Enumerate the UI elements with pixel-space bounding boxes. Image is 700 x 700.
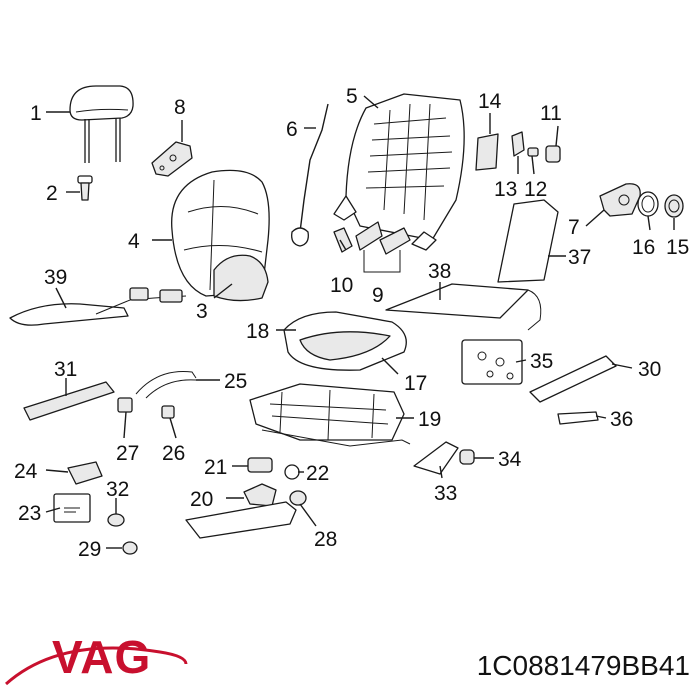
label-37: 37 (568, 246, 591, 269)
part-side-trim-28 (185, 490, 307, 539)
part-cap-34 (459, 449, 475, 465)
label-24: 24 (14, 460, 38, 483)
label-25: 25 (224, 370, 247, 393)
part-bracket-8 (151, 141, 193, 177)
label-8: 8 (174, 96, 186, 119)
part-motor-20 (243, 483, 277, 507)
label-12: 12 (524, 178, 547, 201)
label-1: 1 (30, 102, 42, 125)
part-rail-trim-30 (529, 355, 617, 403)
part-seat-frame (249, 383, 411, 447)
part-lever-36 (557, 411, 599, 425)
label-28: 28 (314, 528, 337, 551)
callout-labels: 1 2 3 4 5 6 7 8 9 10 11 12 13 14 15 16 1… (14, 85, 689, 561)
label-22: 22 (306, 462, 329, 485)
part-headrest-guide (77, 175, 93, 201)
leader-lines (45, 95, 675, 549)
label-36: 36 (610, 408, 633, 431)
part-cover-33 (413, 441, 459, 475)
part-knob-13 (511, 131, 525, 157)
part-motor-21-22 (247, 457, 300, 480)
label-27: 27 (116, 442, 139, 465)
label-21: 21 (204, 456, 227, 479)
part-clip-12 (527, 147, 539, 157)
label-31: 31 (54, 358, 77, 381)
label-4: 4 (128, 230, 140, 253)
part-cap-29 (122, 541, 138, 555)
part-hardware-kit (461, 339, 523, 385)
part-rail-trim-31 (23, 381, 115, 421)
part-side-trim-7 (599, 183, 641, 217)
part-backrest-frame (333, 93, 465, 251)
label-19: 19 (418, 408, 441, 431)
part-knob-15 (664, 194, 684, 218)
label-6: 6 (286, 118, 298, 141)
part-number: 1C0881479BB41 (477, 650, 690, 681)
label-23: 23 (18, 502, 41, 525)
part-switch-14 (475, 133, 499, 171)
label-26: 26 (162, 442, 185, 465)
part-cap-32 (107, 513, 125, 527)
label-33: 33 (434, 482, 457, 505)
label-39: 39 (44, 266, 67, 289)
part-backrest-padding (213, 254, 269, 302)
label-15: 15 (666, 236, 689, 259)
label-3: 3 (196, 300, 208, 323)
logo-text: VAG (52, 631, 151, 683)
logo-swoosh (5, 646, 188, 686)
label-2: 2 (46, 182, 58, 205)
part-wiring-harness (9, 287, 187, 326)
part-bracket-24 (67, 461, 103, 485)
part-cable-6 (291, 103, 329, 247)
label-16: 16 (632, 236, 655, 259)
part-ring-16 (637, 191, 659, 217)
label-32: 32 (106, 478, 129, 501)
part-back-panel (497, 199, 559, 283)
label-35: 35 (530, 350, 553, 373)
part-mat-38 (385, 283, 542, 331)
part-screw-23 (53, 493, 91, 523)
label-7: 7 (568, 216, 580, 239)
label-10: 10 (330, 274, 353, 297)
label-9: 9 (372, 284, 384, 307)
label-14: 14 (478, 90, 502, 113)
label-34: 34 (498, 448, 522, 471)
label-20: 20 (190, 488, 213, 511)
label-5: 5 (346, 85, 358, 108)
part-headrest (69, 85, 134, 163)
part-clips-9-10 (333, 221, 411, 273)
label-18: 18 (246, 320, 269, 343)
part-seat-cushion (283, 311, 407, 371)
label-29: 29 (78, 538, 101, 561)
label-13: 13 (494, 178, 517, 201)
label-17: 17 (404, 372, 427, 395)
label-30: 30 (638, 358, 661, 381)
part-cable-25 (117, 370, 197, 419)
part-cap-11 (545, 145, 561, 163)
label-11: 11 (540, 102, 562, 125)
vag-logo: VAG (5, 631, 188, 686)
label-38: 38 (428, 260, 451, 283)
